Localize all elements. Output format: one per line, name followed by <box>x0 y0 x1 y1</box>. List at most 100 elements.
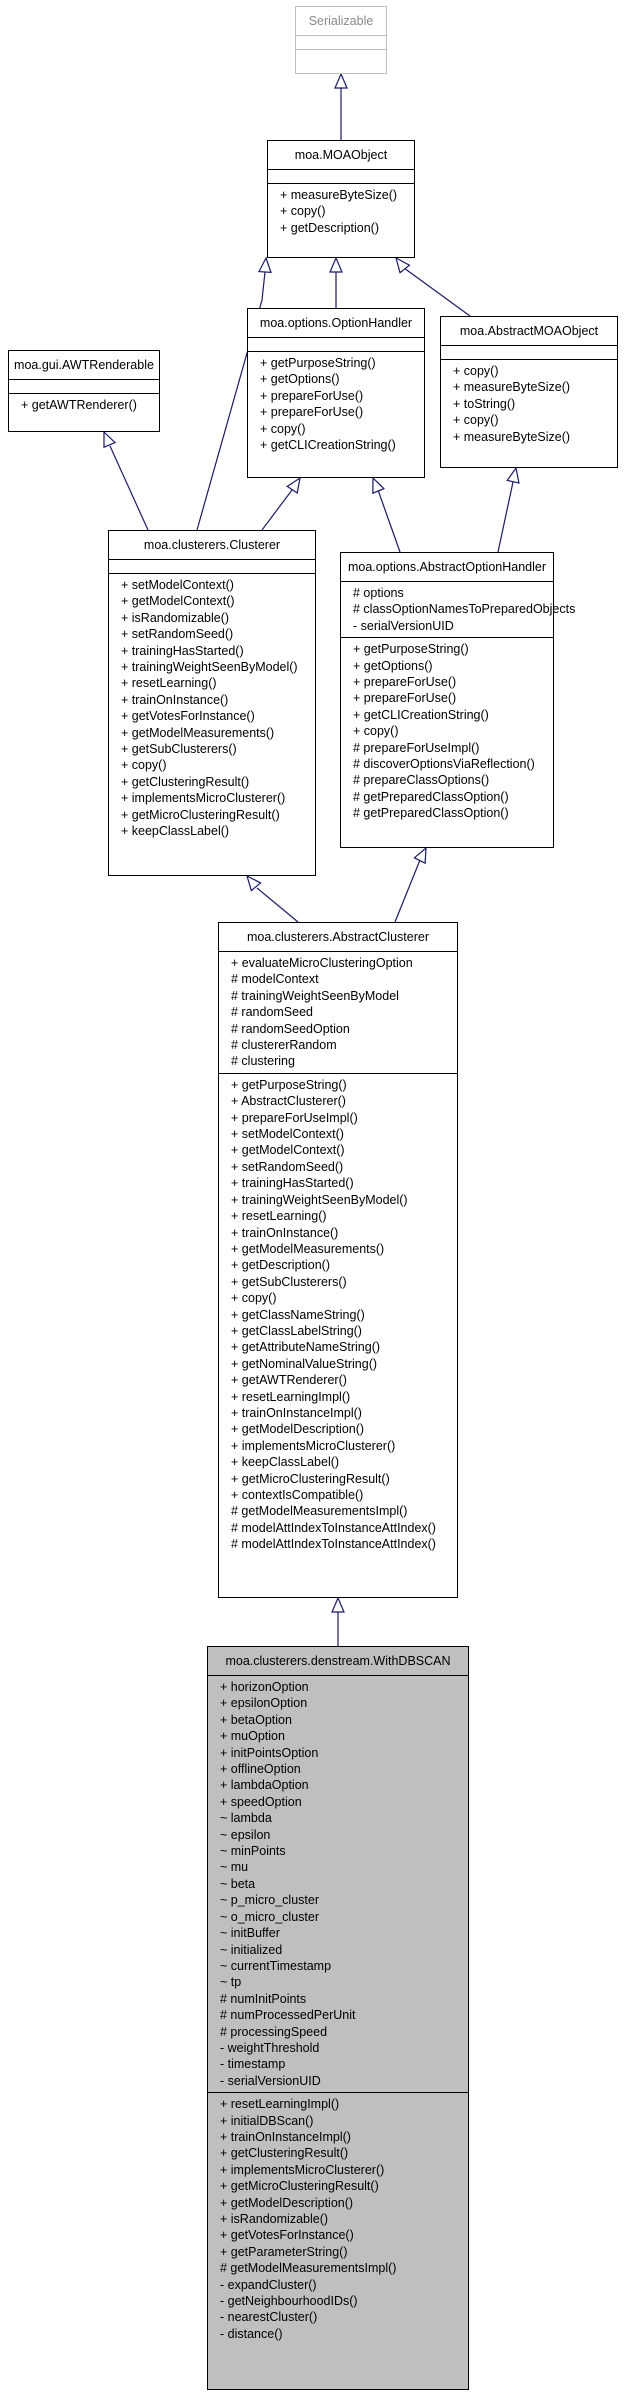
class-operation: + getNominalValueString() <box>231 1356 378 1371</box>
class-operation: + toString() <box>453 396 516 411</box>
class-name: moa.clusterers.Clusterer <box>143 538 281 552</box>
class-attribute: # numProcessedPerUnit <box>220 2008 356 2023</box>
class-box-abstract-clusterer[interactable]: moa.clusterers.AbstractClusterer+ evalua… <box>218 922 458 1598</box>
class-operation: + prepareForUse() <box>260 388 364 403</box>
class-operation: + copy() <box>231 1291 277 1306</box>
attribute-compartment <box>248 337 424 351</box>
class-attribute: + evaluateMicroClusteringOption <box>231 956 413 970</box>
class-attribute: # modelContext <box>231 972 319 987</box>
generalization-arrowhead <box>286 476 301 494</box>
class-operation: + getClusteringResult() <box>220 2146 349 2161</box>
class-attribute: - serialVersionUID <box>220 2073 321 2088</box>
class-box-with-dbscan[interactable]: moa.clusterers.denstream.WithDBSCAN + hor… <box>207 1646 469 2390</box>
operation-compartment: + copy()+ measureByteSize()+ toString()+… <box>441 359 617 448</box>
class-operation: + resetLearning() <box>231 1209 327 1224</box>
edge-withdbscan-abstractclusterer <box>331 1596 345 1646</box>
class-box-option-handler[interactable]: moa.options.OptionHandler+ getPurposeStr… <box>247 308 425 478</box>
class-operation: - expandCluster() <box>220 2277 317 2292</box>
class-attribute: # options <box>353 586 404 600</box>
class-attribute: - weightThreshold <box>220 2040 320 2055</box>
attribute-compartment <box>268 169 414 183</box>
class-operation: # getModelMeasurementsImpl() <box>220 2261 397 2276</box>
class-operation: + getMicroClusteringResult() <box>121 807 280 822</box>
class-operation: + trainingWeightSeenByModel() <box>121 660 298 675</box>
class-operation: + isRandomizable() <box>121 610 230 625</box>
class-operation: + getCLICreationString() <box>260 438 396 453</box>
edge-moaobject-serializable <box>334 72 348 140</box>
class-name: moa.AbstractMOAObject <box>459 324 599 338</box>
class-operation: + getModelContext() <box>231 1143 345 1158</box>
class-operation: + getAWTRenderer() <box>231 1373 347 1388</box>
class-name: moa.options.AbstractOptionHandler <box>347 560 547 574</box>
edge-abstractoptionhandler-optionhandler <box>372 476 401 553</box>
class-name: moa.clusterers.denstream.WithDBSCAN <box>225 1654 451 1668</box>
class-attribute: ~ beta <box>220 1876 256 1891</box>
class-operation: + resetLearningImpl() <box>220 2097 340 2112</box>
class-attribute: ~ lambda <box>220 1811 272 1826</box>
class-operation: + setModelContext() <box>231 1127 344 1142</box>
class-operation: + trainingHasStarted() <box>231 1176 354 1191</box>
edge-clusterer-awtrenderable <box>103 430 149 531</box>
class-attribute: + speedOption <box>220 1794 302 1809</box>
class-attribute: # randomSeedOption <box>231 1021 350 1036</box>
class-operation: # modelAttIndexToInstanceAttIndex() <box>231 1537 436 1552</box>
class-operation: + implementsMicroClusterer() <box>121 791 286 806</box>
class-operation: + trainingHasStarted() <box>121 643 244 658</box>
class-box-abstract-moa-object[interactable]: moa.AbstractMOAObject + copy() + measureBy… <box>440 316 618 468</box>
class-operation: + getSubClusterers() <box>121 742 237 757</box>
attribute-compartment: + horizonOption+ epsilonOption+ betaOpti… <box>208 1675 468 2092</box>
generalization-arrowhead <box>331 1596 345 1613</box>
generalization-arrowhead <box>334 72 348 89</box>
edge-abstractclusterer-clusterer <box>246 874 299 923</box>
class-operation: + getModelDescription() <box>231 1422 365 1437</box>
class-operation: + getOptions() <box>260 372 340 387</box>
class-box-clusterer[interactable]: moa.clusterers.Clusterer+ setModelContex… <box>108 530 316 876</box>
class-operation: + getDescription() <box>231 1258 330 1273</box>
attribute-compartment: + evaluateMicroClusteringOption # modelCo… <box>219 951 457 1073</box>
class-operation: + contextIsCompatible() <box>231 1488 364 1502</box>
class-operation: # prepareClassOptions() <box>353 773 490 788</box>
class-operation: + measureByteSize() <box>453 380 571 395</box>
generalization-arrowhead <box>258 256 272 274</box>
class-box-abstract-option-handler[interactable]: moa.options.AbstractOptionHandler # optio… <box>340 552 575 848</box>
class-attribute: # clustering <box>231 1054 295 1069</box>
edge-line <box>109 445 149 531</box>
operation-compartment: + resetLearningImpl()+ initialDBScan()+ … <box>208 2092 468 2345</box>
class-attribute: # randomSeed <box>231 1005 314 1020</box>
class-box-serializable[interactable]: Serializable <box>295 6 387 74</box>
operation-compartment <box>296 49 386 63</box>
class-operation: + getMicroClusteringResult() <box>220 2179 379 2194</box>
class-operation: + trainOnInstance() <box>121 692 229 707</box>
edge-line <box>497 481 514 553</box>
class-operation: + getModelMeasurements() <box>121 725 275 740</box>
class-operation: + getPurposeString() <box>260 356 376 370</box>
class-operation: + keepClassLabel() <box>231 1455 340 1470</box>
class-attribute: + horizonOption <box>220 1680 309 1694</box>
edge-abstractclusterer-abstractoptionhandler <box>394 846 427 923</box>
edge-line <box>394 859 421 923</box>
class-operation: + implementsMicroClusterer() <box>231 1438 396 1453</box>
class-name: Serializable <box>308 14 374 28</box>
class-attribute: + offlineOption <box>220 1762 301 1777</box>
class-box-awt-renderable[interactable]: moa.gui.AWTRenderable+ getAWTRenderer() <box>8 350 160 432</box>
class-attribute: ~ initBuffer <box>220 1926 280 1941</box>
class-operation: + copy() <box>280 204 326 219</box>
class-operation: + copy() <box>453 364 499 378</box>
class-operation: + prepareForUse() <box>260 405 364 420</box>
class-operation: + getParameterString() <box>220 2244 348 2259</box>
class-operation: + getVotesForInstance() <box>121 709 255 724</box>
class-operation: + measureByteSize() <box>280 188 398 202</box>
class-operation: + getDescription() <box>280 220 379 235</box>
class-operation: + getSubClusterers() <box>231 1274 347 1289</box>
class-attribute: + betaOption <box>220 1712 292 1727</box>
class-attribute: + initPointsOption <box>220 1745 319 1760</box>
class-box-moa-object[interactable]: moa.MOAObject+ measureByteSize()+ copy()… <box>267 140 415 258</box>
class-operation: + getOptions() <box>353 658 433 673</box>
attribute-compartment: # options# classOptionNamesToPreparedObj… <box>341 581 575 637</box>
attribute-compartment <box>9 379 159 393</box>
class-attribute: - serialVersionUID <box>353 618 454 633</box>
class-attribute: + lambdaOption <box>220 1778 309 1793</box>
class-operation: + getModelDescription() <box>220 2195 354 2210</box>
